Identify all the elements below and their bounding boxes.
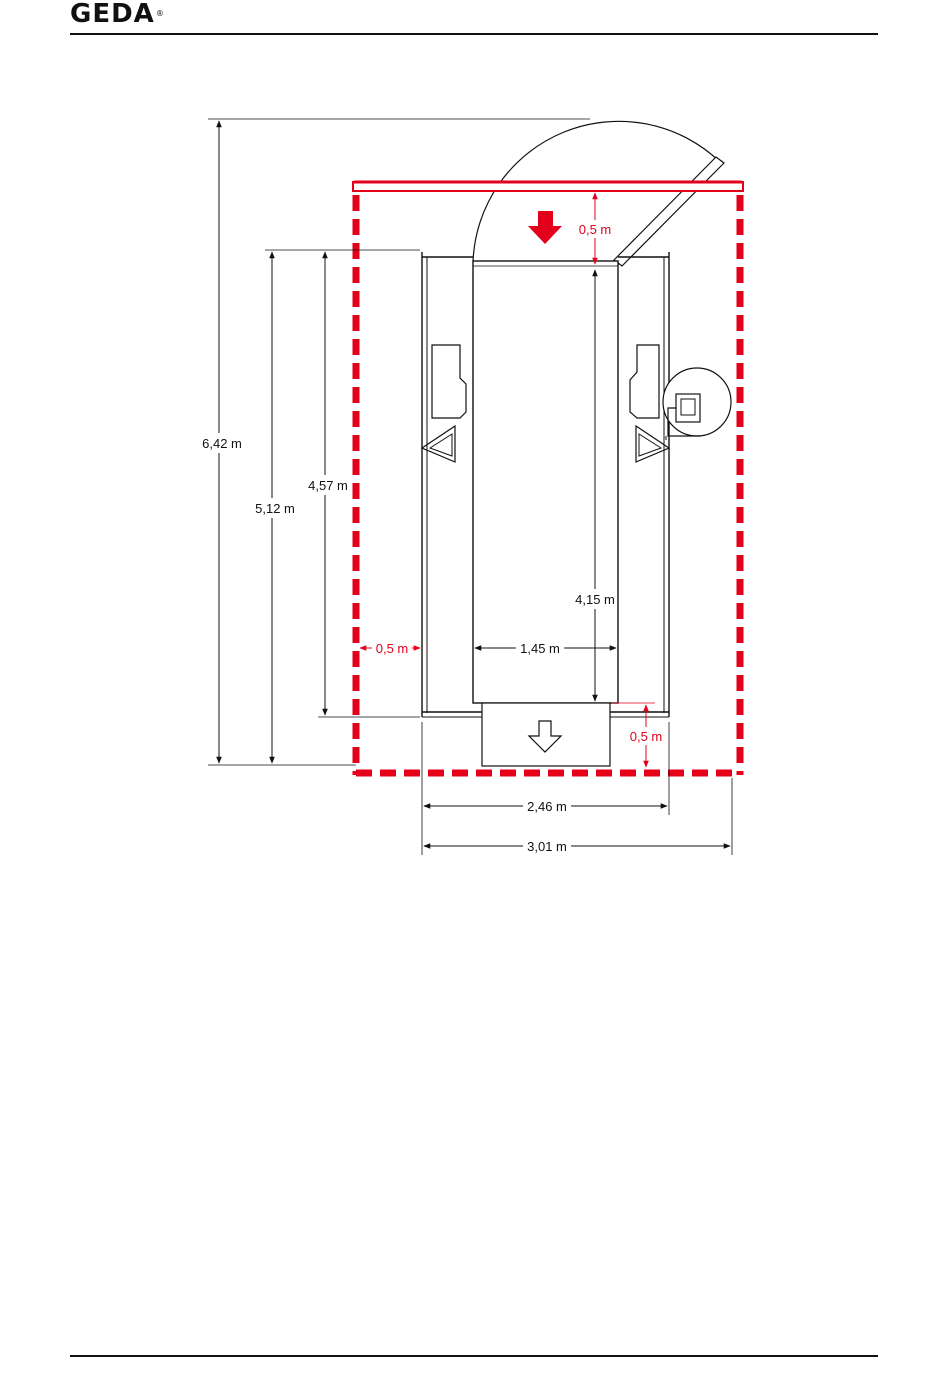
platform-width-label: 1,45 m <box>520 641 560 656</box>
dimension-outer-depth: 5,12 m <box>253 252 297 763</box>
control-box-detail <box>663 368 731 440</box>
dimension-overall-width: 3,01 m <box>424 837 730 855</box>
platform-length-label: 4,15 m <box>575 592 615 607</box>
clearance-bottom-label: 0,5 m <box>630 729 663 744</box>
open-door-panel <box>614 157 724 266</box>
dimension-clearance-side: 0,5 m <box>360 640 420 658</box>
outer-width-label: 2,46 m <box>527 799 567 814</box>
overall-width-label: 3,01 m <box>527 839 567 854</box>
inner-depth-label: 4,57 m <box>308 478 348 493</box>
footer-rule <box>70 1355 878 1357</box>
dimension-clearance-bottom: 0,5 m <box>626 705 666 767</box>
dimension-clearance-top: 0,5 m <box>575 193 615 264</box>
outer-depth-label: 5,12 m <box>255 501 295 516</box>
clearance-top-label: 0,5 m <box>579 222 612 237</box>
entry-arrow-icon <box>528 211 562 244</box>
overall-depth-label: 6,42 m <box>202 436 242 451</box>
left-mast-unit <box>422 345 466 462</box>
clearance-side-label: 0,5 m <box>376 641 409 656</box>
extension-lines <box>208 250 732 855</box>
dimension-outer-width: 2,46 m <box>424 797 667 815</box>
platform <box>473 261 618 703</box>
dimension-inner-depth: 4,57 m <box>306 252 350 715</box>
dimension-overall-depth: 6,42 m <box>200 121 244 763</box>
